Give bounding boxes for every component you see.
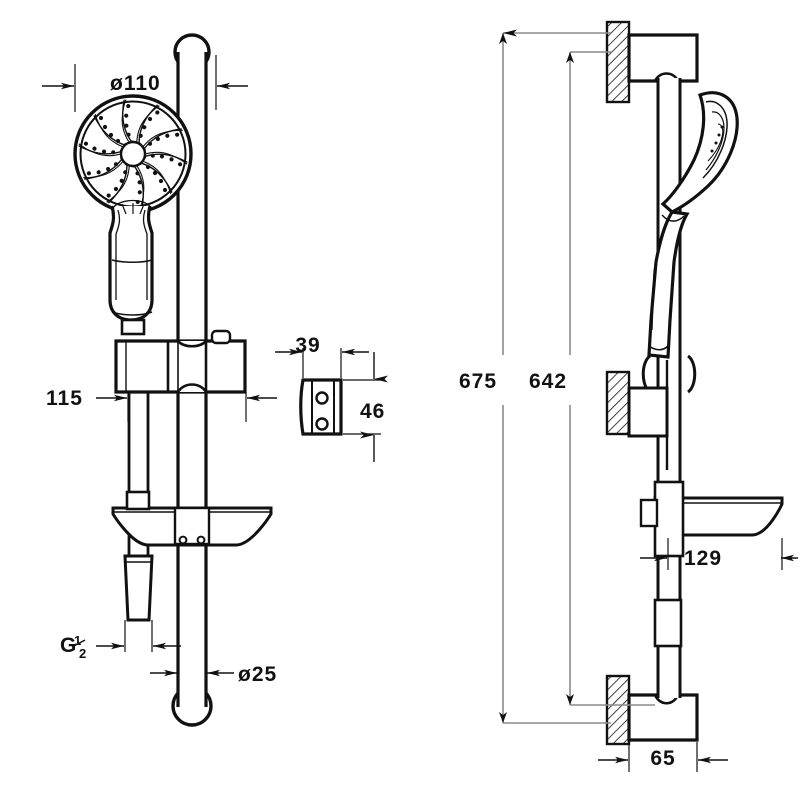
side-nozzle-4 — [720, 125, 724, 129]
front-view: ø110 115 G 1 2 — [42, 33, 277, 727]
detail-view-wall-bracket: 39 46 — [275, 334, 388, 462]
detail-view-dimensions: 39 46 — [275, 334, 388, 462]
bracket-screw-hole-lower — [315, 417, 329, 431]
dim-label-bracket-width: 39 — [295, 334, 320, 357]
side-lower-rail-fitting — [653, 598, 683, 648]
side-handle-base-seam — [648, 345, 669, 351]
dim-label-bracket-height: 46 — [360, 400, 385, 423]
wall-section-top — [605, 20, 631, 104]
soap-dish-left-post — [125, 490, 151, 511]
dim-label-rail-diameter: ø25 — [238, 663, 277, 686]
dim-label-overall-height: 675 — [459, 370, 497, 393]
side-head-rim-inner — [702, 100, 728, 179]
wall-section-middle — [605, 370, 631, 436]
side-handle-collar — [661, 214, 685, 222]
side-lower-fitting-body — [653, 598, 683, 648]
holder-adjust-knob — [210, 329, 232, 345]
side-bottom-wall-bracket — [627, 693, 699, 742]
wall-section-bottom — [605, 674, 631, 746]
side-view: 675 642 129 65 — [459, 20, 798, 772]
front-view-dimensions: ø110 115 G 1 2 — [42, 55, 277, 686]
dim-label-soap-dish-depth: 129 — [684, 547, 722, 570]
side-soap-dish-bracket-lug — [639, 498, 659, 528]
side-head-face-line — [705, 111, 725, 171]
head-hub — [119, 140, 147, 168]
dim-label-wall-projection: 65 — [650, 747, 675, 770]
holder-rail-top-clearance — [177, 340, 207, 348]
handle-hose-nut — [120, 318, 146, 336]
soap-dish-screw-left — [178, 535, 188, 545]
top-bracket-body — [627, 33, 699, 83]
side-handle-body — [647, 210, 690, 359]
side-handheld-shower — [647, 91, 739, 359]
dim-label-holder-projection: 115 — [46, 387, 83, 410]
dim-label-head-diameter: ø110 — [110, 72, 161, 95]
side-nozzle-3 — [710, 149, 714, 153]
bracket-screw-hole-upper — [315, 391, 329, 405]
holder-rail-bottom-clearance — [176, 383, 208, 393]
handle-base-seam — [111, 311, 153, 316]
handle-highlight-right — [142, 209, 148, 300]
handle-seam — [111, 259, 153, 263]
dim-label-hose-thread-numerator: 1 — [74, 633, 81, 648]
holder-wall-plate — [627, 386, 669, 438]
dim-arrowhead-675-top — [499, 33, 507, 44]
dim-arrowhead-675-bottom — [499, 712, 507, 723]
side-head-spray-edge — [707, 123, 724, 162]
dim-label-hose-thread-denominator: 2 — [79, 646, 86, 661]
side-view-dimensions: 675 642 129 65 — [459, 29, 798, 772]
soap-dish-screw-right — [196, 535, 206, 545]
dim-label-hose-thread-g: G — [60, 634, 77, 657]
handle-highlight-left — [115, 209, 121, 300]
side-nozzle-1 — [717, 133, 721, 137]
holder-block-body — [114, 339, 247, 394]
holder-ring-right — [686, 354, 697, 394]
front-sliding-holder — [114, 329, 247, 394]
side-soap-dish — [639, 480, 784, 558]
dim-arrowhead-642-bottom — [566, 694, 574, 705]
dim-label-bracket-centres: 642 — [529, 370, 567, 393]
hose-connector-nut — [123, 554, 154, 622]
dim-arrowhead-642-top — [566, 52, 574, 63]
fraction-slash — [71, 639, 86, 648]
side-handle-highlight — [651, 219, 668, 331]
side-sliding-holder — [627, 354, 697, 470]
side-nozzle-2 — [714, 141, 718, 145]
side-head-face — [660, 91, 739, 214]
side-top-wall-bracket — [627, 33, 699, 83]
neck-collar — [112, 199, 152, 209]
front-shower-head — [73, 94, 193, 336]
side-soap-dish-clamp — [653, 480, 685, 558]
front-soap-dish — [111, 490, 273, 547]
neck-ribs — [121, 203, 145, 215]
